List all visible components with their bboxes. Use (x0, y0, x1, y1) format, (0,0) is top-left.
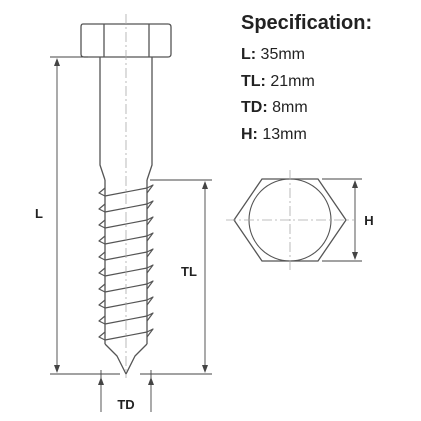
hex-top-view (226, 170, 354, 270)
spec-row-thread-length: TL: 21mm (241, 69, 372, 96)
thread-crest (98, 216, 154, 229)
thread-length-label: TL (181, 264, 197, 279)
spec-key-length: L: (241, 46, 257, 63)
thread-diameter-dimension (98, 370, 154, 412)
specification-panel: Specification: L: 35mm TL: 21mm TD: 8mm … (241, 10, 372, 148)
spec-key-head-height: H: (241, 125, 258, 143)
thread-length-dimension (140, 179, 212, 375)
spec-row-head-height: H: 13mm (241, 122, 372, 149)
thread-diameter-label: TD (117, 397, 134, 412)
screw-head (80, 23, 172, 58)
thread-crest (98, 184, 154, 197)
specification-title: Specification: (241, 12, 373, 34)
spec-key-thread-diameter: TD: (241, 99, 268, 116)
screw-shank (99, 57, 153, 181)
thread-crest (98, 328, 154, 341)
head-height-dimension (322, 178, 362, 262)
spec-row-length: L: 35mm (241, 42, 372, 69)
spec-value-thread-length: 21mm (265, 72, 315, 90)
spec-value-length: 35mm (256, 46, 306, 63)
length-dimension (50, 56, 120, 375)
length-label: L (35, 206, 43, 221)
spec-value-head-height: 13mm (257, 125, 307, 143)
spec-key-thread-length: TL: (241, 72, 266, 90)
spec-value-thread-diameter: 8mm (267, 99, 308, 116)
head-height-label: H (364, 213, 373, 228)
spec-row-thread-diameter: TD: 8mm (241, 95, 372, 122)
